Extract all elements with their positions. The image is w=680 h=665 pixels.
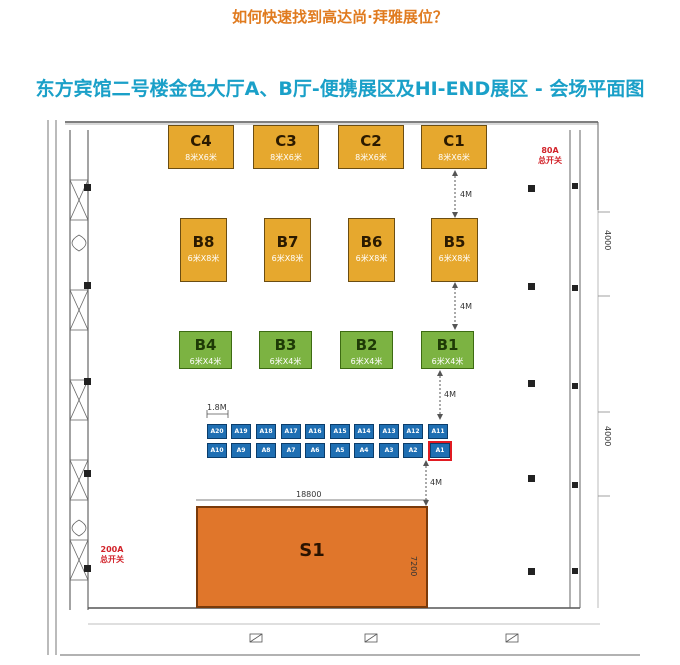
booth-c1[interactable]: C1 8米X6米 xyxy=(421,125,487,169)
booth-code: C2 xyxy=(360,132,382,150)
booth-code: B6 xyxy=(360,233,383,251)
booth-b8[interactable]: B8 6米X8米 xyxy=(180,218,227,282)
booth-size: 6米X8米 xyxy=(271,254,304,263)
booth-a4[interactable]: A4 xyxy=(354,443,374,458)
spacing-label: 4M xyxy=(430,478,442,487)
booth-a1[interactable]: A1 xyxy=(430,443,450,458)
booth-a19[interactable]: A19 xyxy=(231,424,251,439)
booth-size: 8米X6米 xyxy=(185,153,217,162)
booth-size: 6米X8米 xyxy=(355,254,388,263)
switch-label: 总开关 xyxy=(100,555,124,564)
booth-b3[interactable]: B3 6米X4米 xyxy=(259,331,312,369)
booth-b2[interactable]: B2 6米X4米 xyxy=(340,331,393,369)
booth-b4[interactable]: B4 6米X4米 xyxy=(179,331,232,369)
a-row-width-label: 1.8M xyxy=(207,403,227,412)
stage-code: S1 xyxy=(299,540,325,561)
switch-top-right: 80A 总开关 xyxy=(530,146,570,166)
booth-code: C3 xyxy=(275,132,297,150)
booth-a8[interactable]: A8 xyxy=(256,443,276,458)
booth-code: B1 xyxy=(436,336,459,354)
booth-a11[interactable]: A11 xyxy=(428,424,448,439)
switch-amp: 80A xyxy=(541,146,559,155)
booth-code: B5 xyxy=(443,233,466,251)
booth-code: B4 xyxy=(194,336,217,354)
booth-c4[interactable]: C4 8米X6米 xyxy=(168,125,234,169)
booth-a13[interactable]: A13 xyxy=(379,424,399,439)
dimension-upper-label: 4000 xyxy=(603,230,612,251)
booth-code: C1 xyxy=(443,132,465,150)
booth-a10[interactable]: A10 xyxy=(207,443,227,458)
switch-label: 总开关 xyxy=(538,156,562,165)
booth-size: 6米X4米 xyxy=(189,357,222,366)
booth-size: 8米X6米 xyxy=(270,153,302,162)
booth-a7[interactable]: A7 xyxy=(281,443,301,458)
booth-a18[interactable]: A18 xyxy=(256,424,276,439)
booth-a14[interactable]: A14 xyxy=(354,424,374,439)
stage-depth-label: 7200 xyxy=(409,556,418,577)
switch-bottom-left: 200A 总开关 xyxy=(92,545,132,565)
booth-code: B7 xyxy=(276,233,299,251)
booth-a2[interactable]: A2 xyxy=(403,443,423,458)
booth-size: 6米X8米 xyxy=(187,254,220,263)
booth-b7[interactable]: B7 6米X8米 xyxy=(264,218,311,282)
booth-size: 6米X4米 xyxy=(269,357,302,366)
plan-title: 东方宾馆二号楼金色大厅A、B厅-便携展区及HI-END展区 - 会场平面图 xyxy=(35,78,645,100)
highlight-box-a1 xyxy=(428,441,452,461)
booth-a20[interactable]: A20 xyxy=(207,424,227,439)
booth-a16[interactable]: A16 xyxy=(305,424,325,439)
booth-b6[interactable]: B6 6米X8米 xyxy=(348,218,395,282)
booth-a12[interactable]: A12 xyxy=(403,424,423,439)
booth-code: B3 xyxy=(274,336,297,354)
booth-c2[interactable]: C2 8米X6米 xyxy=(338,125,404,169)
stage-width-label: 18800 xyxy=(296,490,322,499)
booth-size: 8米X6米 xyxy=(355,153,387,162)
booth-size: 6米X8米 xyxy=(438,254,471,263)
spacing-label: 4M xyxy=(460,190,472,199)
booth-a6[interactable]: A6 xyxy=(305,443,325,458)
booth-code: C4 xyxy=(190,132,212,150)
stage-s1[interactable]: S1 xyxy=(196,506,428,608)
switch-amp: 200A xyxy=(100,545,124,554)
dimension-lower-label: 4000 xyxy=(603,426,612,447)
booth-size: 6米X4米 xyxy=(431,357,464,366)
spacing-label: 4M xyxy=(444,390,456,399)
question-heading: 如何快速找到高达尚·拜雅展位？ xyxy=(232,8,448,26)
booth-b5[interactable]: B5 6米X8米 xyxy=(431,218,478,282)
booth-a17[interactable]: A17 xyxy=(281,424,301,439)
booth-a3[interactable]: A3 xyxy=(379,443,399,458)
booth-c3[interactable]: C3 8米X6米 xyxy=(253,125,319,169)
booth-code: B8 xyxy=(192,233,215,251)
booth-size: 8米X6米 xyxy=(438,153,470,162)
booth-size: 6米X4米 xyxy=(350,357,383,366)
booth-a5[interactable]: A5 xyxy=(330,443,350,458)
booth-a15[interactable]: A15 xyxy=(330,424,350,439)
booth-code: B2 xyxy=(355,336,378,354)
booth-a9[interactable]: A9 xyxy=(231,443,251,458)
booth-b1[interactable]: B1 6米X4米 xyxy=(421,331,474,369)
spacing-label: 4M xyxy=(460,302,472,311)
